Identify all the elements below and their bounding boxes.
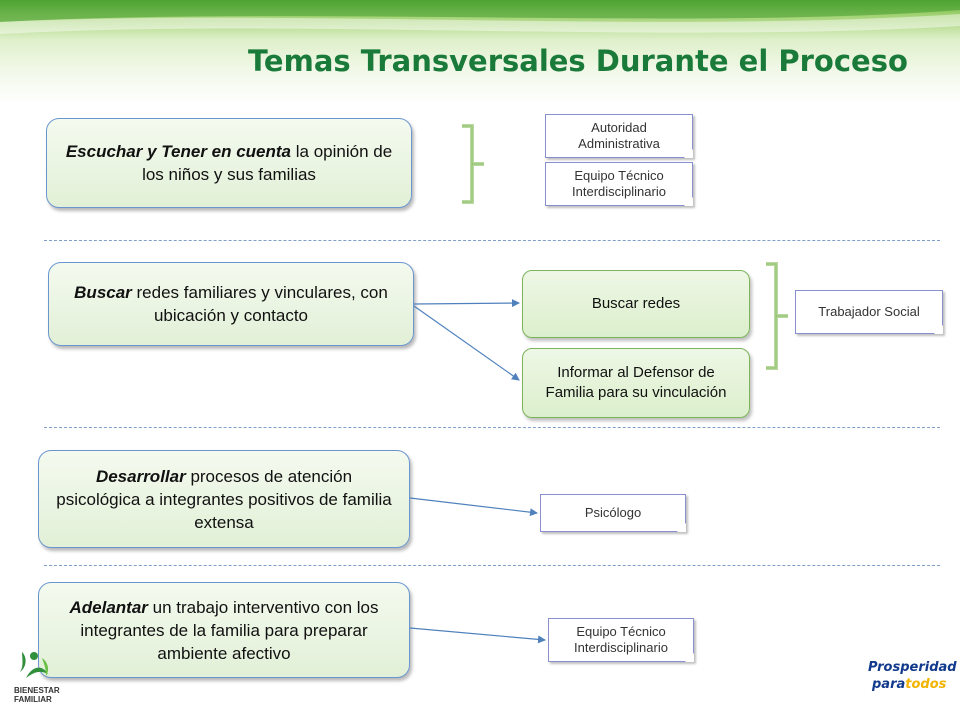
arrow-to-buscar-redes xyxy=(413,299,520,308)
separator-1 xyxy=(44,240,940,241)
brace-row2 xyxy=(766,262,788,370)
role-note-trabajador-social: Trabajador Social xyxy=(795,290,943,334)
role-note-equipo-tecnico-2: Equipo Técnico Interdisciplinario xyxy=(548,618,694,662)
page-title: Temas Transversales Durante el Proceso xyxy=(248,44,908,78)
action-box-informar-defensor: Informar al Defensor de Familia para su … xyxy=(522,348,750,418)
role-note-psicologo: Psicólogo xyxy=(540,494,686,532)
brace-row1 xyxy=(462,124,484,204)
separator-3 xyxy=(44,565,940,566)
role-note-equipo-tecnico: Equipo Técnico Interdisciplinario xyxy=(545,162,693,206)
task-box-desarrollar: Desarrollar procesos de atención psicoló… xyxy=(38,450,410,548)
arrow-to-psicologo xyxy=(409,497,538,517)
header-swoosh xyxy=(0,0,960,34)
task-text: Buscar redes familiares y vinculares, co… xyxy=(74,283,388,325)
task-text: Desarrollar procesos de atención psicoló… xyxy=(56,466,392,532)
bienestar-familiar-logo xyxy=(20,652,49,678)
arrow-to-informar-defensor xyxy=(413,305,520,381)
task-text: Escuchar y Tener en cuenta la opinión de… xyxy=(65,142,393,184)
task-text: Adelantar un trabajo interventivo con lo… xyxy=(69,597,379,663)
bienestar-familiar-logo-text: BIENESTAR FAMILIAR xyxy=(14,686,60,704)
separator-2 xyxy=(44,427,940,428)
task-box-buscar: Buscar redes familiares y vinculares, co… xyxy=(48,262,414,346)
role-note-autoridad-administrativa: Autoridad Administrativa xyxy=(545,114,693,158)
arrow-to-equipo-tecnico xyxy=(409,627,546,644)
action-box-buscar-redes: Buscar redes xyxy=(522,270,750,338)
task-box-escuchar: Escuchar y Tener en cuenta la opinión de… xyxy=(46,118,412,208)
task-box-adelantar: Adelantar un trabajo interventivo con lo… xyxy=(38,582,410,678)
prosperidad-para-todos-logo: Prosperidad paratodos xyxy=(868,660,957,692)
